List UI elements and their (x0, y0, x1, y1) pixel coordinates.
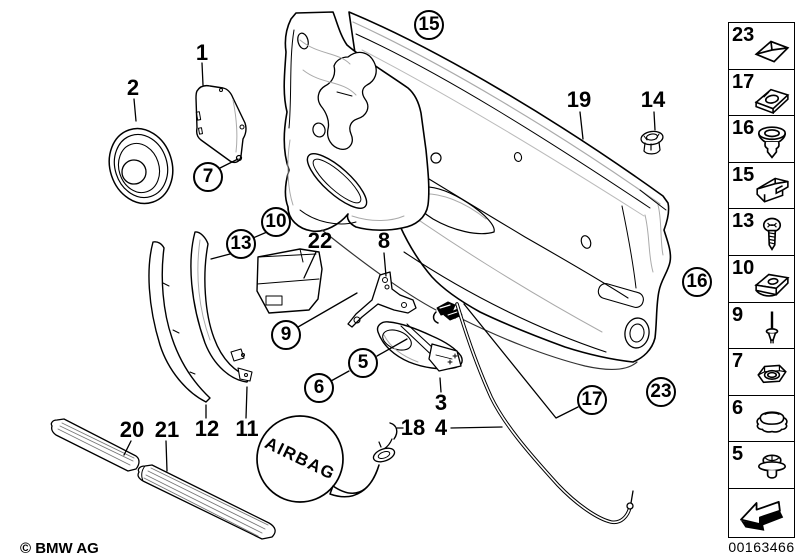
speaker[interactable] (100, 120, 182, 211)
callout-circled-17[interactable]: 17 (577, 385, 607, 415)
direction-arrow-icon (740, 500, 784, 531)
switch-housing-22[interactable] (256, 248, 323, 314)
callout-2[interactable]: 2 (126, 75, 140, 100)
fastener-legend: 23 17 16 15 (728, 22, 795, 538)
callout-8[interactable]: 8 (377, 228, 391, 253)
callout-circled-10[interactable]: 10 (261, 207, 291, 237)
self-tapping-screw-icon (762, 217, 782, 251)
airbag-bubble (256, 415, 380, 503)
legend-cell-arrow[interactable] (729, 489, 794, 536)
callout-circled-15[interactable]: 15 (414, 10, 444, 40)
callout-4[interactable]: 4 (434, 415, 448, 440)
hex-nut-icon (757, 364, 787, 383)
callout-14[interactable]: 14 (640, 87, 666, 112)
bowden-cable-4[interactable] (455, 302, 634, 525)
diagram-number: 00163466 (728, 539, 795, 555)
callout-circled-6[interactable]: 6 (304, 373, 334, 403)
callout-11[interactable]: 11 (235, 416, 259, 441)
handle-end-cap-3[interactable] (428, 343, 462, 372)
trim-strip-12[interactable] (148, 241, 211, 403)
legend-number: 6 (732, 396, 744, 419)
retaining-clip-icon (756, 177, 789, 203)
clip-18[interactable] (372, 422, 398, 464)
legend-number: 9 (732, 303, 744, 326)
legend-cell-15[interactable]: 15 (729, 163, 794, 210)
callout-1[interactable]: 1 (195, 40, 209, 65)
blind-rivet-icon (765, 311, 779, 344)
trim-strip-11[interactable] (190, 231, 253, 383)
legend-cell-23[interactable]: 23 (729, 23, 794, 70)
legend-number: 13 (732, 210, 755, 233)
legend-number: 7 (732, 350, 744, 373)
legend-number: 16 (732, 117, 755, 140)
copyright-notice: © BMW AG (20, 540, 99, 557)
bracket-8[interactable] (347, 271, 417, 328)
legend-number: 17 (732, 70, 755, 93)
legend-cell-16[interactable]: 16 (729, 116, 794, 163)
sill-strip-20[interactable] (50, 418, 140, 472)
callout-circled-5[interactable]: 5 (348, 348, 378, 378)
speed-nut-icon (754, 88, 790, 115)
plastic-rivet-icon (757, 454, 787, 479)
legend-cell-10[interactable]: 10 (729, 256, 794, 303)
callout-circled-23[interactable]: 23 (646, 377, 676, 407)
legend-cell-9[interactable]: 9 (729, 303, 794, 350)
callout-circled-13[interactable]: 13 (226, 229, 256, 259)
legend-cell-13[interactable]: 13 (729, 209, 794, 256)
speaker-cover-plate[interactable] (195, 84, 247, 164)
callout-12[interactable]: 12 (194, 416, 220, 441)
legend-number: 23 (732, 24, 755, 46)
grommet-14[interactable] (640, 130, 664, 155)
legend-cell-7[interactable]: 7 (729, 349, 794, 396)
callout-circled-7[interactable]: 7 (193, 162, 223, 192)
door-carrier-panel[interactable] (283, 11, 430, 233)
cap-nut-icon (754, 40, 790, 63)
legend-cell-6[interactable]: 6 (729, 396, 794, 443)
callout-19[interactable]: 19 (566, 87, 592, 112)
push-button-clip-icon (756, 411, 788, 434)
legend-cell-5[interactable]: 5 (729, 442, 794, 489)
callout-20[interactable]: 20 (119, 417, 145, 442)
legend-number: 5 (732, 443, 744, 466)
callout-3[interactable]: 3 (434, 390, 448, 415)
callout-21[interactable]: 21 (154, 417, 180, 442)
legend-number: 15 (732, 163, 755, 186)
callout-circled-16[interactable]: 16 (682, 267, 712, 297)
expanding-rivet-icon (757, 126, 787, 159)
sill-strip-21[interactable] (137, 464, 276, 540)
legend-cell-17[interactable]: 17 (729, 70, 794, 117)
leader-lines (123, 62, 656, 472)
callout-circled-9[interactable]: 9 (271, 320, 301, 350)
callout-22[interactable]: 22 (307, 228, 333, 253)
legend-number: 10 (732, 256, 755, 279)
callout-18[interactable]: 18 (400, 415, 426, 440)
clamp-nut-icon (754, 273, 790, 297)
